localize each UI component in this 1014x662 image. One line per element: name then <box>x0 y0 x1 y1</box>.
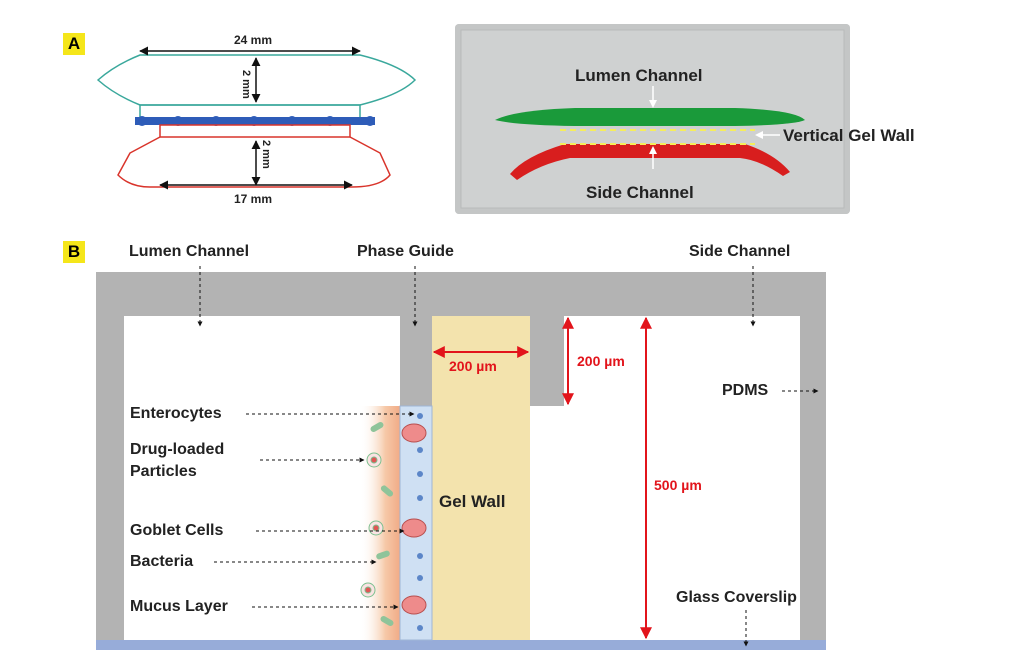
dim-channel-height: 500 µm <box>654 477 702 493</box>
side-channel-shape <box>510 144 790 180</box>
panel-label-b: B <box>63 241 85 263</box>
cell-label-enterocytes: Enterocytes <box>130 405 222 422</box>
lumen-channel-space <box>124 316 400 640</box>
header-side: Side Channel <box>689 243 791 260</box>
chip-photo <box>455 24 850 214</box>
glass-coverslip <box>96 640 826 650</box>
gel-wall <box>432 316 530 640</box>
cell-label-goblet: Goblet Cells <box>130 522 224 539</box>
header-phase-guide: Phase Guide <box>357 243 454 260</box>
photo-label-side: Side Channel <box>586 183 694 202</box>
gel-wall-label: Gel Wall <box>439 492 506 511</box>
panel-label-a: A <box>63 33 85 55</box>
pdms-label: PDMS <box>722 382 769 399</box>
dim-top-width: 24 mm <box>234 33 273 47</box>
chip-schematic <box>96 46 417 190</box>
dim-guide-height: 200 µm <box>577 353 625 369</box>
lumen-channel-shape <box>495 108 805 126</box>
cell-label-drug-particles: Drug-loaded Particles <box>130 441 225 480</box>
cell-label-mucus: Mucus Layer <box>130 598 228 615</box>
cell-label-bacteria: Bacteria <box>130 553 194 570</box>
photo-label-lumen: Lumen Channel <box>575 66 703 85</box>
dim-bottom-width: 17 mm <box>234 192 273 206</box>
glass-label: Glass Coverslip <box>676 589 797 606</box>
side-channel-space <box>530 316 800 640</box>
photo-label-wall: Vertical Gel Wall <box>783 126 915 145</box>
dim-gel-width: 200 µm <box>449 358 497 374</box>
header-lumen: Lumen Channel <box>129 243 250 260</box>
